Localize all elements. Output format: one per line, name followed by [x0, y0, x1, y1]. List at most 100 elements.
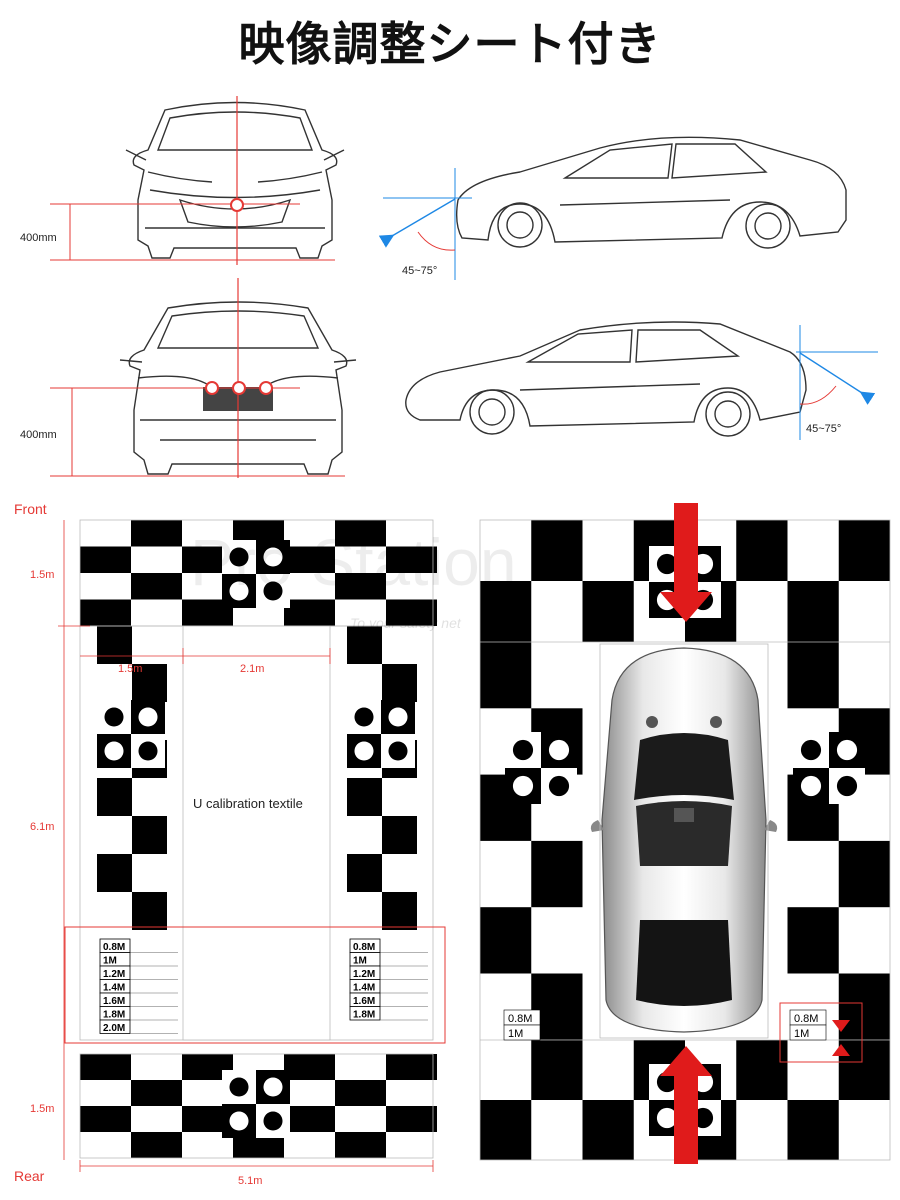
distance-mark-label: 0.8M	[794, 1013, 818, 1025]
checker-cell	[386, 546, 437, 573]
right-distance-marks: 0.8M 1M 0.8M 1M	[503, 1009, 827, 1041]
checker-cell	[347, 626, 382, 664]
checker-cell	[838, 1040, 890, 1100]
distance-mark-label: 1.4M	[103, 983, 125, 994]
middle-height: 6.1m	[30, 821, 54, 833]
calibration-dot	[656, 553, 678, 575]
checker-cell	[480, 907, 532, 974]
checker-cell	[80, 1054, 131, 1080]
front-band-height: 1.5m	[30, 569, 54, 581]
checker-cell	[787, 1100, 839, 1160]
checker-cell	[335, 1132, 386, 1158]
checker-cell	[838, 840, 890, 908]
distance-mark-label: 1M	[508, 1028, 523, 1040]
checker-cell	[284, 546, 335, 573]
checker-cell	[97, 854, 132, 892]
calibration-dot	[836, 739, 858, 761]
car-side-view-rear	[405, 321, 807, 437]
small-red-triangle-down	[832, 1020, 850, 1032]
distance-mark-box	[99, 1019, 131, 1034]
checker-cell	[132, 816, 167, 854]
checker-cell	[284, 1106, 335, 1132]
checker-cell	[582, 1100, 634, 1160]
car-front-view	[125, 101, 345, 259]
calibration-dot	[512, 739, 534, 761]
distance-mark-label: 1M	[103, 956, 117, 967]
distance-mark-label: 0.8M	[353, 942, 375, 953]
checker-cell	[347, 778, 382, 816]
checker-cell	[132, 664, 167, 702]
bottom-red-arrow	[660, 1046, 712, 1164]
front-label: Front	[14, 501, 47, 517]
calibration-dot	[263, 1077, 283, 1097]
calibration-sheet-left: U calibration textile 0.8M 1M 1.2M 1.4M 1.6M…	[64, 519, 446, 1159]
calibration-dot	[229, 547, 249, 567]
calibration-dot	[656, 1107, 678, 1129]
calibration-dot	[354, 741, 374, 761]
calibration-dot	[263, 581, 283, 601]
calibration-dot	[388, 741, 408, 761]
checker-cell	[284, 1054, 335, 1080]
checker-cell	[80, 1106, 131, 1132]
car-top-view-image	[590, 647, 778, 1033]
calibration-dot	[354, 707, 374, 727]
calibration-dot	[104, 707, 124, 727]
checker-cell	[335, 520, 386, 547]
checker-cell	[787, 642, 839, 709]
checker-cell	[531, 520, 583, 581]
front-angle-label: 45~75°	[402, 265, 437, 277]
distance-mark-label: 1.2M	[353, 969, 375, 980]
rear-angle-label: 45~75°	[806, 423, 841, 435]
checker-cell	[80, 599, 131, 626]
checker-cell	[335, 1080, 386, 1106]
checker-cell	[131, 520, 182, 547]
distance-mark-label: 1.8M	[353, 1010, 375, 1021]
distance-mark-box	[789, 1024, 827, 1041]
distance-mark-box	[349, 1006, 381, 1021]
checker-cell	[97, 626, 132, 664]
checker-cell	[335, 573, 386, 600]
distance-mark-label: 1.2M	[103, 969, 125, 980]
checker-cell	[787, 907, 839, 974]
watermark-tagline: To your safety net	[350, 615, 462, 631]
checker-cell	[347, 854, 382, 892]
u-calibration-label: U calibration textile	[193, 796, 303, 811]
distance-mark-label: 1.8M	[103, 1010, 125, 1021]
calibration-dot	[512, 775, 534, 797]
distance-mark-label: 1.6M	[103, 996, 125, 1007]
calibration-dot	[800, 739, 822, 761]
checker-cell	[131, 573, 182, 600]
checker-cell	[131, 1132, 182, 1158]
calibration-dot	[138, 741, 158, 761]
checker-cell	[386, 1106, 437, 1132]
calibration-dot	[138, 707, 158, 727]
rear-height-label: 400mm	[20, 429, 57, 441]
distance-mark-label: 1M	[794, 1028, 809, 1040]
calibration-dot	[800, 775, 822, 797]
checker-cell	[386, 1054, 437, 1080]
checker-cell	[132, 892, 167, 930]
car-side-view-front	[455, 136, 847, 249]
distance-mark-label: 2.0M	[103, 1023, 125, 1034]
calibration-dot	[104, 741, 124, 761]
checker-cell	[80, 546, 131, 573]
calibration-dots	[97, 540, 415, 1138]
checker-cell	[382, 816, 417, 854]
checker-cell	[582, 581, 634, 642]
distance-mark-label: 0.8M	[508, 1013, 532, 1025]
checker-cell	[531, 840, 583, 908]
checker-cell	[382, 892, 417, 930]
checker-cell	[480, 1100, 532, 1160]
checker-cell	[97, 778, 132, 816]
total-width: 5.1m	[238, 1175, 262, 1187]
calibration-dot	[229, 1077, 249, 1097]
distance-mark-box	[503, 1024, 541, 1041]
checker-cell	[480, 642, 532, 709]
checker-cell	[131, 1080, 182, 1106]
top-red-arrow	[660, 503, 712, 622]
rear-band-height: 1.5m	[30, 1103, 54, 1115]
distance-mark-label: 1.4M	[353, 983, 375, 994]
